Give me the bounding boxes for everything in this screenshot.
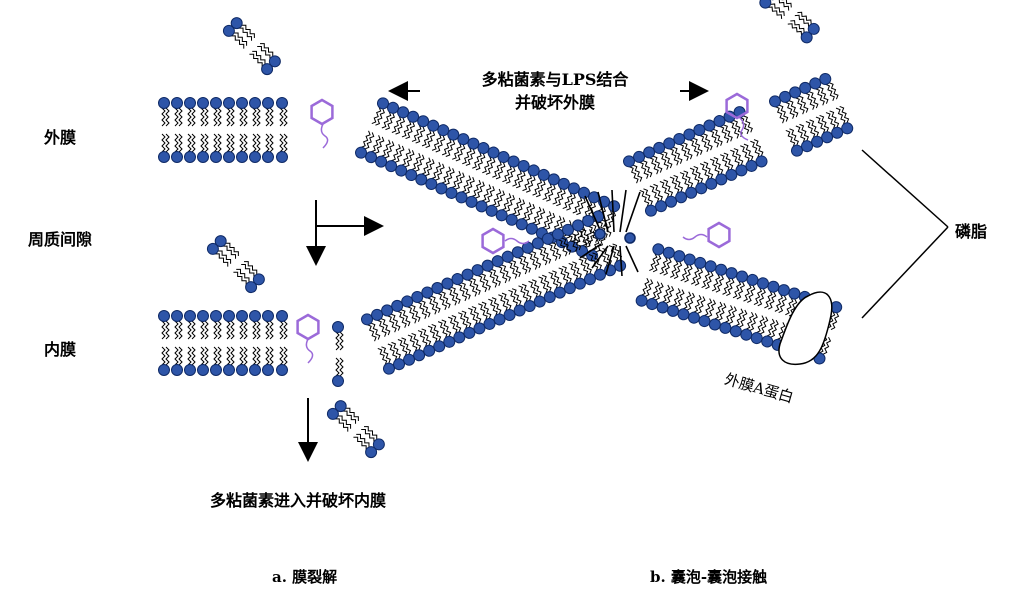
arrows-a [298,200,384,462]
contact-junction [579,189,641,277]
floating-lipid-top-a [220,14,284,78]
polymyxin-lps-label-line1: 多粘菌素与LPS结合 [481,70,629,89]
outer-membrane-label: 外膜 [44,128,77,147]
inner-membrane-label: 内膜 [44,340,77,359]
floating-lipid-top-b [757,0,823,46]
polymyxin-mid-right-b [682,221,731,249]
inner-membrane-bilayer-a [158,310,288,376]
polymyxin-top-b [725,92,749,141]
displaced-lipid [332,321,344,387]
ompa-protein-shape [778,291,833,366]
phospholipid-label: 磷脂 [955,222,988,241]
polymyxin-inner-a [296,313,320,364]
outer-membrane-fragment-b [768,72,855,158]
vesicle-membrane-upper-right [622,105,769,218]
polymyxin-inner-label: 多粘菌素进入并破坏内膜 [210,491,387,510]
polymyxin-outer-a [310,98,334,149]
periplasm-label: 周质间隙 [28,230,93,249]
polymyxin-mid-left-b [481,227,530,255]
vesicle-membrane-lower-left [360,209,628,376]
vesicle-membrane-upper-left [354,96,622,263]
caption-a: a. 膜裂解 [272,568,338,586]
caption-b: b. 囊泡-囊泡接触 [650,568,768,586]
phospholipid-pointer-lines [861,149,949,319]
polymyxin-lps-label-line2: 并破坏外膜 [514,93,595,112]
outer-membrane-bilayer-a [158,97,288,163]
floating-lipid-bottom-a [324,397,388,461]
floating-lipid-mid-a [204,232,268,296]
